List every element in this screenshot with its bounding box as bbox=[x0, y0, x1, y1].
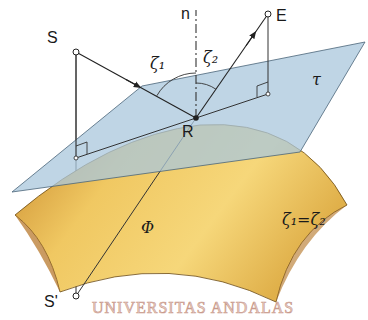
incident-ray bbox=[76, 52, 196, 118]
point-label: E bbox=[276, 8, 287, 24]
tangent-plane bbox=[12, 42, 365, 192]
equation-label: ζ₁=ζ₂ bbox=[282, 212, 326, 228]
angle-label: ζ₂ bbox=[203, 50, 218, 66]
angle-label: ζ₁ bbox=[150, 56, 165, 72]
right-angle-mark bbox=[76, 142, 87, 154]
point-label: R bbox=[182, 124, 194, 140]
plane-line bbox=[76, 94, 268, 158]
ray-arrow bbox=[246, 34, 254, 46]
perpendicular-line bbox=[268, 14, 269, 94]
normal-label: n bbox=[181, 6, 190, 22]
surface-underside bbox=[15, 215, 60, 292]
foot-point bbox=[74, 156, 78, 160]
source-point bbox=[73, 49, 79, 55]
mirror-axis bbox=[76, 52, 77, 158]
surface-label: Φ bbox=[141, 220, 154, 236]
reflected-ray bbox=[196, 14, 268, 118]
surface-underside bbox=[276, 205, 347, 302]
angle-arc bbox=[157, 73, 196, 96]
watermark: UNIVERSITAS ANDALAS bbox=[92, 300, 294, 316]
ray-arrow bbox=[126, 80, 138, 87]
angle-arc bbox=[196, 83, 216, 89]
point-label: S' bbox=[44, 294, 58, 310]
reflection-point bbox=[193, 115, 199, 121]
point-label: S bbox=[47, 30, 58, 46]
surface-normal bbox=[195, 10, 196, 118]
eye-point bbox=[265, 11, 271, 17]
plane-label: τ bbox=[312, 72, 321, 88]
foot-point bbox=[266, 92, 270, 96]
image-point bbox=[73, 293, 79, 299]
